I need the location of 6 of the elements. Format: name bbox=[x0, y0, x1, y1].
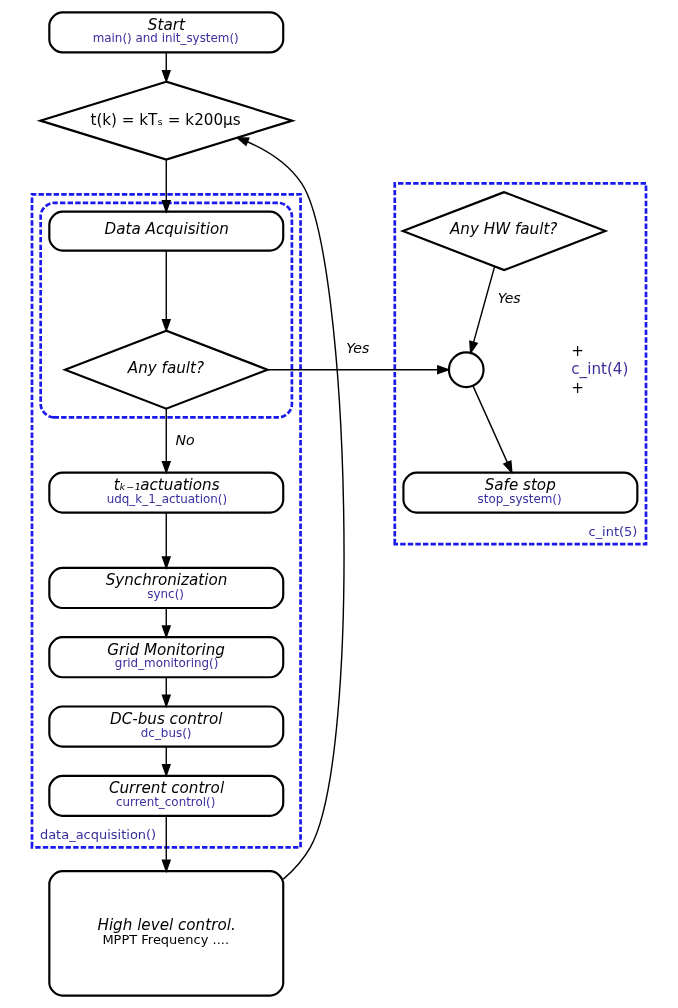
node-label: c_int(4) bbox=[571, 360, 629, 379]
node-label: + bbox=[571, 341, 584, 360]
edge-label: Yes bbox=[497, 290, 521, 307]
edge-label: No bbox=[175, 431, 195, 448]
node-label: + bbox=[571, 378, 584, 397]
edge-label: Yes bbox=[346, 339, 370, 356]
